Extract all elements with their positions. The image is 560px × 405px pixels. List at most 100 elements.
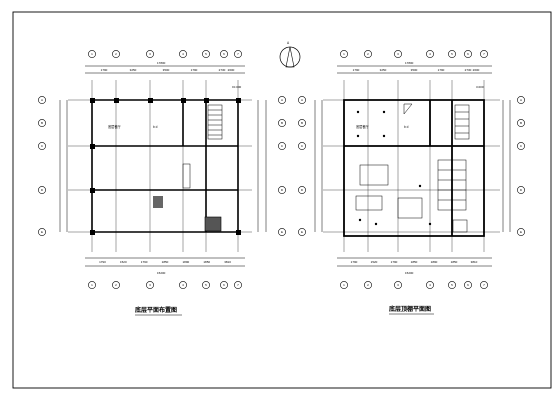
axis-label: D: [301, 188, 304, 192]
axis-label: B: [520, 121, 522, 125]
axis-label: 3: [149, 283, 151, 287]
top-dim-text: 1790: [191, 68, 198, 72]
ceiling-fixtures: [355, 103, 470, 233]
axis-label: 1: [343, 52, 345, 56]
axis-label: C: [520, 144, 523, 148]
axis-label: 2: [115, 283, 117, 287]
axis-bubble-top: 4: [426, 50, 434, 58]
bottom-dim-text: 1790: [141, 260, 148, 264]
bottom-overall-dim: 15200: [157, 271, 166, 275]
bottom-overall-dim: 15200: [405, 271, 414, 275]
axis-label: 7: [483, 52, 485, 56]
bottom-dim-text: 1790: [351, 260, 358, 264]
level-mark: 3.000: [476, 85, 484, 89]
top-dim-text: 3250: [380, 68, 387, 72]
axis-bubble-bottom: 7: [480, 281, 488, 289]
axis-bubble-right: D: [517, 186, 525, 194]
axis-bubble-top: 6: [220, 50, 228, 58]
axis-bubble-left: B: [298, 119, 306, 127]
axis-label: 1: [91, 52, 93, 56]
axis-label: 3: [397, 283, 399, 287]
axis-bubble-left: D: [298, 186, 306, 194]
axis-bubble-bottom: 3: [394, 281, 402, 289]
axis-bubble-left: A: [298, 96, 306, 104]
top-dim-text: 1790: [438, 68, 445, 72]
axis-bubble-top: 3: [146, 50, 154, 58]
axis-label: 4: [182, 283, 184, 287]
top-dim-text: 3500: [411, 68, 418, 72]
ceiling-lights: [356, 110, 432, 226]
axis-bubble-right: B: [517, 119, 525, 127]
room-label-dining: 底层餐厅: [356, 124, 370, 129]
grid-lines: [68, 80, 252, 252]
axis-label: 5: [451, 52, 453, 56]
axis-label: 6: [223, 52, 225, 56]
axis-bubble-bottom: 1: [340, 281, 348, 289]
axis-label: 2: [367, 52, 369, 56]
axis-label: 1: [91, 283, 93, 287]
axis-label: 7: [483, 283, 485, 287]
axis-bubble-bottom: 6: [220, 281, 228, 289]
axis-bubble-top: 5: [448, 50, 456, 58]
axis-label: C: [281, 144, 284, 148]
axis-label: 6: [223, 283, 225, 287]
plan-caption: 底层顶棚平面图: [389, 305, 431, 313]
bottom-dim-text: 1850: [451, 260, 458, 264]
axis-bubble-top: 7: [480, 50, 488, 58]
top-dim-text: 2730: [219, 68, 226, 72]
columns: [90, 98, 241, 235]
axis-bubble-right: B: [278, 119, 286, 127]
axis-label: C: [41, 144, 44, 148]
axis-label: A: [301, 98, 303, 102]
axis-bubble-top: 1: [88, 50, 96, 58]
axis-label: 4: [429, 283, 431, 287]
axis-label: 3: [397, 52, 399, 56]
axis-label: D: [520, 188, 523, 192]
hatched-block-corner: [204, 216, 222, 232]
axis-bubble-right: A: [278, 96, 286, 104]
hatched-block: [153, 196, 163, 208]
walls: [343, 99, 485, 237]
top-dim-text: 2600: [473, 68, 480, 72]
axis-label: E: [41, 230, 43, 234]
axis-label: 5: [205, 52, 207, 56]
axis-bubble-left: A: [38, 96, 46, 104]
axis-bubble-right: C: [517, 142, 525, 150]
bottom-dim-text: 1790: [99, 260, 106, 264]
counter: [182, 163, 191, 189]
axis-label: B: [281, 121, 283, 125]
axis-label: 2: [115, 52, 117, 56]
axis-bubble-bottom: 4: [179, 281, 187, 289]
bottom-dim-text: 1790: [391, 260, 398, 264]
axis-bubble-left: C: [298, 142, 306, 150]
axis-label: 5: [205, 283, 207, 287]
room-label-code: b d: [404, 125, 409, 129]
room-label-dining: 底层餐厅: [108, 124, 122, 129]
axis-bubble-bottom: 1: [88, 281, 96, 289]
bottom-dim-text: 3810: [471, 260, 478, 264]
axis-label: 6: [467, 52, 469, 56]
axis-bubble-bottom: 5: [202, 281, 210, 289]
axis-label: D: [281, 188, 284, 192]
bottom-dim-text: 1850: [411, 260, 418, 264]
axis-label: 2: [367, 283, 369, 287]
axis-label: B: [301, 121, 303, 125]
axis-bubble-top: 6: [464, 50, 472, 58]
axis-bubble-bottom: 2: [364, 281, 372, 289]
axis-bubble-right: C: [278, 142, 286, 150]
axis-label: 6: [467, 283, 469, 287]
axis-bubble-bottom: 3: [146, 281, 154, 289]
axis-label: E: [520, 230, 522, 234]
level-mark: ±0.000: [232, 85, 241, 89]
axis-bubble-top: 2: [112, 50, 120, 58]
bottom-dim-text: 3810: [224, 260, 231, 264]
